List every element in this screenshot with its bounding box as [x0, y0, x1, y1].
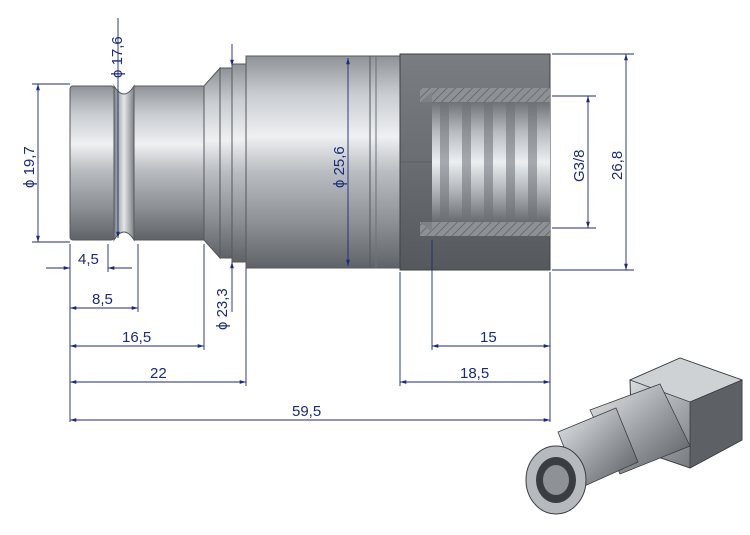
- dim-len-15: 15: [480, 329, 497, 346]
- dim-groove-diameter: ϕ 17,6: [109, 36, 126, 78]
- thread-grooves: [440, 102, 537, 222]
- groove: [113, 84, 135, 242]
- dim-len-4-5: 4,5: [78, 251, 99, 268]
- coupling-part: [69, 53, 551, 271]
- dim-len-8-5: 8,5: [92, 291, 113, 308]
- main-body: [245, 55, 371, 269]
- dim-tip-diameter: ϕ 19,7: [21, 146, 38, 188]
- cone: [203, 66, 221, 260]
- dim-collar-diameter: ϕ 23,3: [214, 288, 231, 330]
- section-wall-top: [420, 88, 550, 102]
- dim-body-diameter: ϕ 25,6: [331, 146, 348, 188]
- dimension-lines: [32, 18, 634, 422]
- shoulder-cylinder: [133, 85, 205, 241]
- collar-ring-2: [231, 63, 247, 263]
- dimension-labels: ϕ 19,7 ϕ 17,6 ϕ 23,3 ϕ 25,6 26,8 G3/8 4,…: [21, 36, 626, 420]
- collar-ring-1: [219, 67, 233, 259]
- section-wall-bottom: [420, 222, 550, 236]
- dim-len-16-5: 16,5: [122, 329, 151, 346]
- tip-cylinder: [69, 85, 115, 241]
- dim-len-18-5: 18,5: [460, 365, 489, 382]
- dim-hex-width: 26,8: [609, 151, 626, 180]
- body-ring: [369, 55, 401, 269]
- dim-len-22: 22: [150, 365, 167, 382]
- dim-len-59-5: 59,5: [292, 403, 321, 420]
- dim-thread: G3/8: [571, 149, 588, 182]
- coupling-plug-3d-icon: [525, 357, 744, 515]
